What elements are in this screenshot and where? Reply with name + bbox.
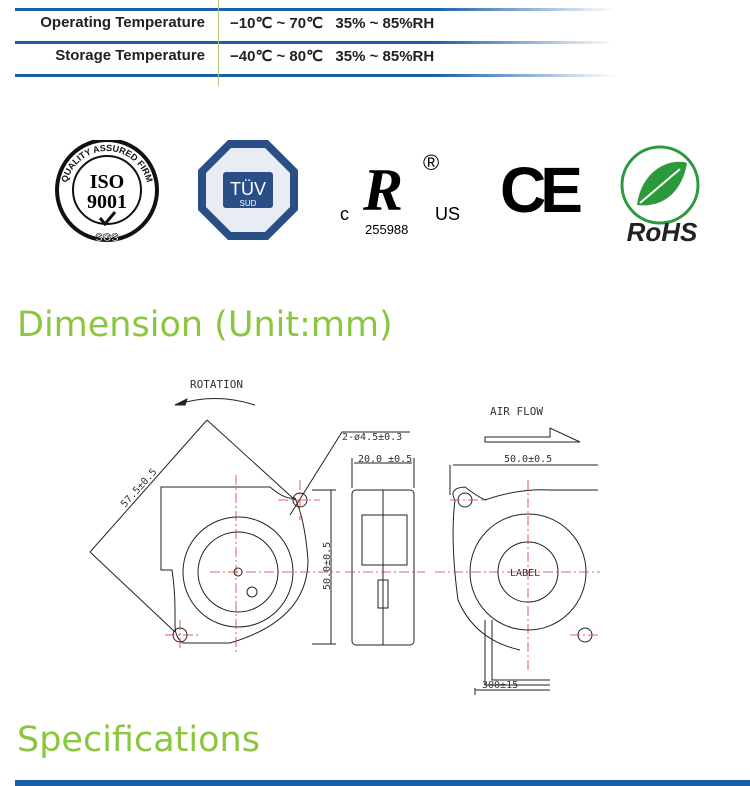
dimension-drawing: ROTATION AIR FLOW 2-ø4.5±0.3 20.0 ±0.5 5… (89, 378, 600, 695)
table-rule (15, 41, 615, 44)
diagonal-dimension: 57.5±0.5 (119, 467, 159, 510)
row-label: Operating Temperature (40, 14, 205, 31)
ul-logo: c R ® US 255988 (335, 145, 475, 240)
tuv-text: TÜV (230, 179, 266, 199)
ul-number: 255988 (365, 222, 408, 237)
iso-text: ISO (90, 171, 124, 193)
air-flow-label: AIR FLOW (490, 405, 543, 418)
dimension-heading: Dimension (Unit:mm) (17, 305, 393, 345)
specifications-heading: Specifications (17, 720, 260, 760)
width-dimension: 50.0±0.5 (504, 454, 552, 465)
tuv-sud-logo: TÜV SUD (198, 140, 298, 240)
row-value: −10℃ ~ 70℃ 35% ~ 85%RH (230, 15, 435, 32)
section-rule (15, 780, 750, 786)
iso-9001-logo: QUALITY ASSURED FIRM ISO 9001 SGS (52, 138, 162, 245)
ul-us: US (435, 204, 460, 224)
ul-registered: ® (423, 150, 439, 175)
sud-text: SUD (240, 199, 257, 208)
rohs-logo: RoHS (612, 143, 712, 247)
sgs-text: SGS (95, 232, 118, 244)
row-value: −40℃ ~ 80℃ 35% ~ 85%RH (230, 48, 435, 65)
hole-dimension: 2-ø4.5±0.3 (342, 432, 402, 443)
height-dimension: 50.0±0.5 (322, 542, 333, 590)
iso-number: 9001 (87, 191, 127, 213)
cable-dimension: 300±15 (482, 680, 518, 691)
rohs-text: RoHS (627, 217, 698, 245)
table-rule (15, 8, 615, 11)
table-rule (15, 74, 615, 77)
column-divider (218, 0, 219, 86)
row-label: Storage Temperature (55, 47, 205, 64)
label-marking: LABEL (510, 568, 540, 579)
depth-dimension: 20.0 ±0.5 (358, 454, 412, 465)
svg-text:R: R (362, 157, 403, 223)
ul-c: c (340, 204, 349, 224)
rotation-label: ROTATION (190, 378, 243, 391)
ce-mark: CE (500, 154, 583, 226)
